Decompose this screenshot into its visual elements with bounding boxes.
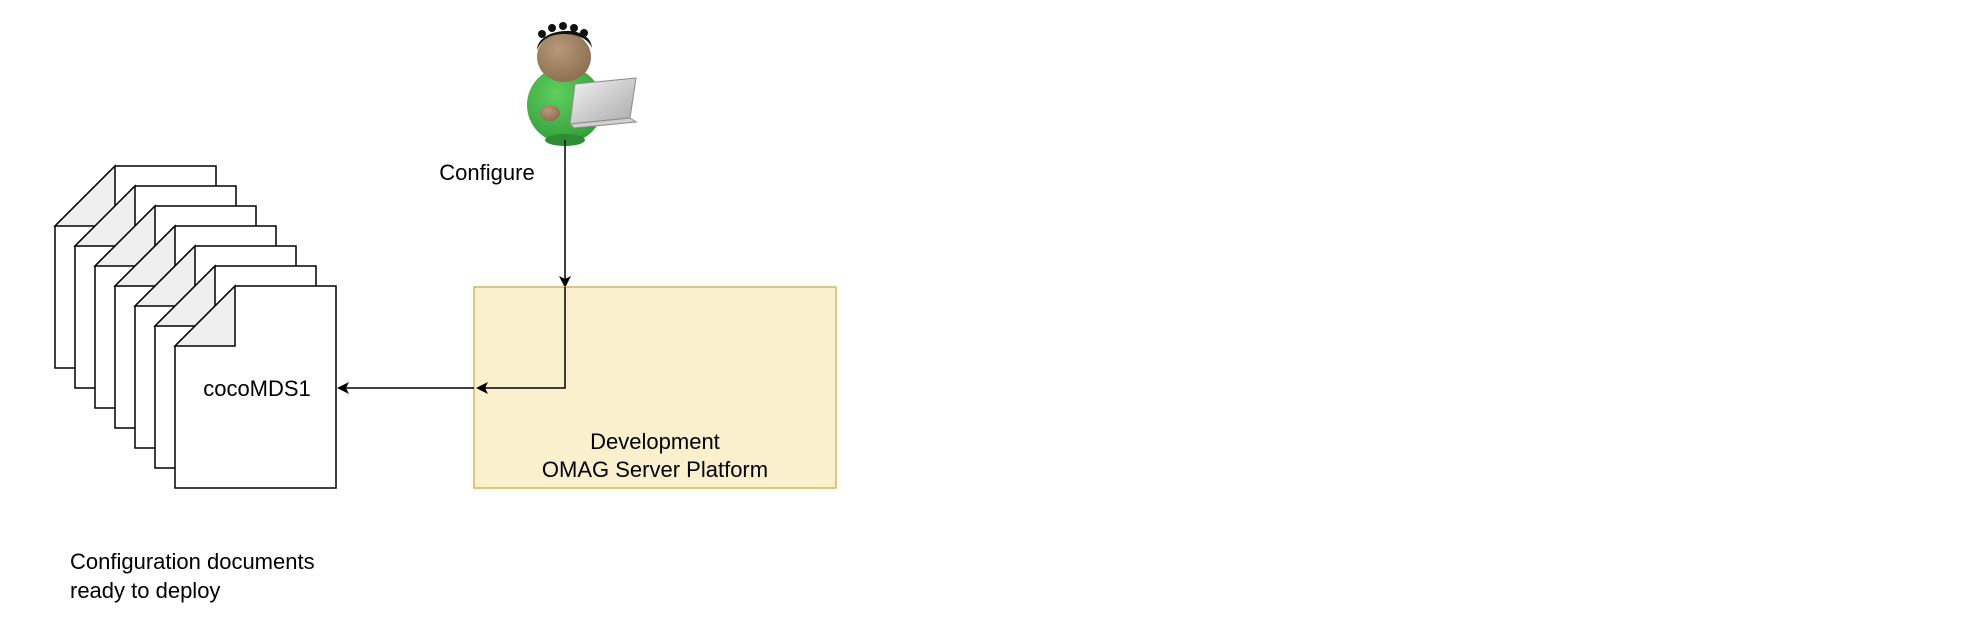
deploy-edge-inner (476, 287, 566, 394)
document-label-cocomds1: cocoMDS1 (203, 376, 311, 401)
configure-edge-label: Configure (439, 160, 534, 185)
documents-caption-line1: Configuration documents (70, 549, 315, 574)
document-cocomds1 (173, 284, 337, 489)
person-with-laptop-icon (527, 22, 638, 146)
configuration-documents-stack (53, 164, 337, 489)
documents-caption-line2: ready to deploy (70, 578, 220, 603)
platform-label-line1: Development (590, 429, 720, 454)
platform-label-line2: OMAG Server Platform (542, 457, 768, 482)
